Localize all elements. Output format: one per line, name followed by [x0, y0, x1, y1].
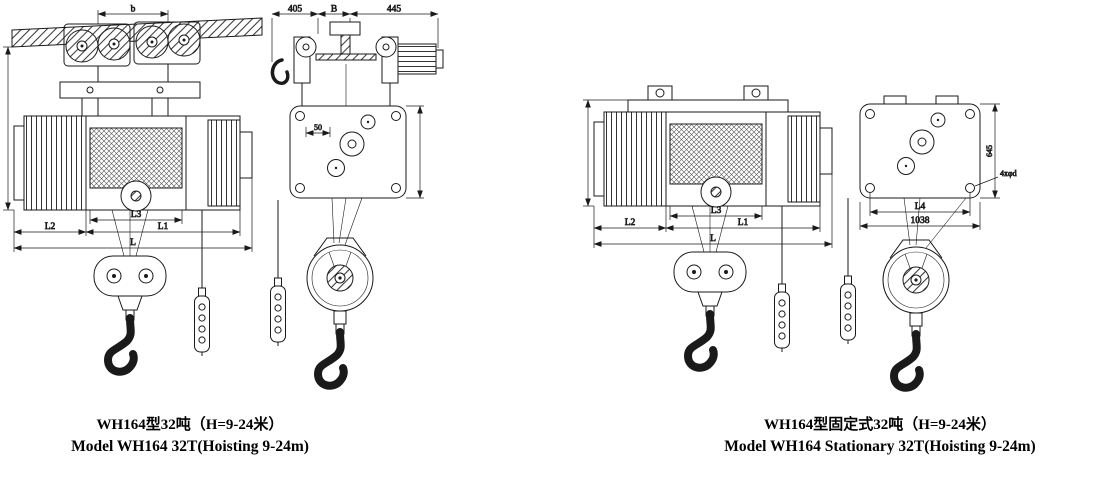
- dim-body-height: [406, 105, 424, 199]
- dim-b: b: [97, 4, 169, 24]
- right-front-view: 645 4xφd L4 1038: [840, 95, 1017, 388]
- right-caption: WH164型固定式32吨（H=9-24米） Model WH164 Statio…: [690, 414, 1070, 458]
- left-caption-cn: WH164型32吨（H=9-24米）: [96, 417, 284, 433]
- svg-text:L1: L1: [738, 218, 749, 228]
- trolley-cross-section: [270, 21, 444, 106]
- gearbox-front: [859, 95, 981, 199]
- wire-ropes: [331, 197, 363, 246]
- svg-text:L3: L3: [131, 210, 142, 220]
- left-side-view: b L3 L2 L1 L: [3, 4, 263, 372]
- trolley-wheels: [63, 21, 201, 67]
- svg-text:L2: L2: [625, 218, 636, 228]
- svg-text:445: 445: [387, 5, 402, 15]
- left-caption: WH164型32吨（H=9-24米） Model WH164 32T(Hoist…: [10, 414, 370, 458]
- svg-text:4xφd: 4xφd: [1000, 169, 1017, 178]
- technical-drawing-canvas: b L3 L2 L1 L: [3, 4, 1017, 410]
- svg-text:1038: 1038: [911, 216, 930, 226]
- svg-text:405: 405: [288, 5, 303, 15]
- dims-bottom: L3 L2 L1 L: [593, 174, 833, 248]
- dim-50: 50: [305, 123, 331, 137]
- right-caption-cn: WH164型固定式32吨（H=9-24米）: [764, 417, 996, 433]
- dim-height-left: [3, 46, 14, 211]
- gearbox-front: [289, 105, 407, 199]
- dims-bottom: L3 L2 L1 L: [13, 178, 253, 252]
- left-caption-en: Model WH164 32T(Hoisting 9-24m): [71, 438, 309, 455]
- pendant-control: [840, 197, 856, 345]
- hoist-body: [13, 115, 253, 212]
- svg-text:L2: L2: [45, 222, 56, 232]
- suspension-lug-hook: [270, 58, 290, 85]
- callout-bolt-holes: 4xφd: [974, 169, 1017, 187]
- svg-text:L: L: [130, 238, 136, 248]
- rope-sheave: [883, 240, 949, 388]
- svg-text:B: B: [331, 5, 337, 15]
- hook-block: [94, 256, 166, 372]
- rope-sheave: [307, 238, 373, 386]
- svg-text:L: L: [710, 234, 716, 244]
- left-front-view: 405 B 445: [270, 4, 444, 386]
- svg-text:645: 645: [985, 145, 994, 157]
- pendant-control: [270, 199, 286, 347]
- travel-motor: [397, 43, 437, 75]
- right-side-view: L3 L2 L1 L: [583, 85, 833, 368]
- dims-top: 405 B 445: [271, 4, 439, 62]
- svg-text:b: b: [131, 5, 136, 15]
- dim-645: 645: [980, 103, 1000, 199]
- mounting-lugs: [627, 85, 789, 113]
- dims-bottom: L4 1038: [859, 193, 981, 230]
- svg-text:50: 50: [314, 123, 322, 132]
- hoist-body: [593, 111, 833, 208]
- wire-ropes: [691, 205, 729, 253]
- wire-ropes: [903, 197, 967, 249]
- dim-height-left: [583, 99, 628, 207]
- svg-text:L3: L3: [711, 206, 722, 216]
- svg-text:L4: L4: [915, 202, 926, 212]
- right-caption-en: Model WH164 Stationary 32T(Hoisting 9-24…: [724, 438, 1036, 455]
- hook-block: [674, 252, 746, 368]
- svg-text:L1: L1: [158, 222, 169, 232]
- suspension-crossbar: [59, 64, 201, 117]
